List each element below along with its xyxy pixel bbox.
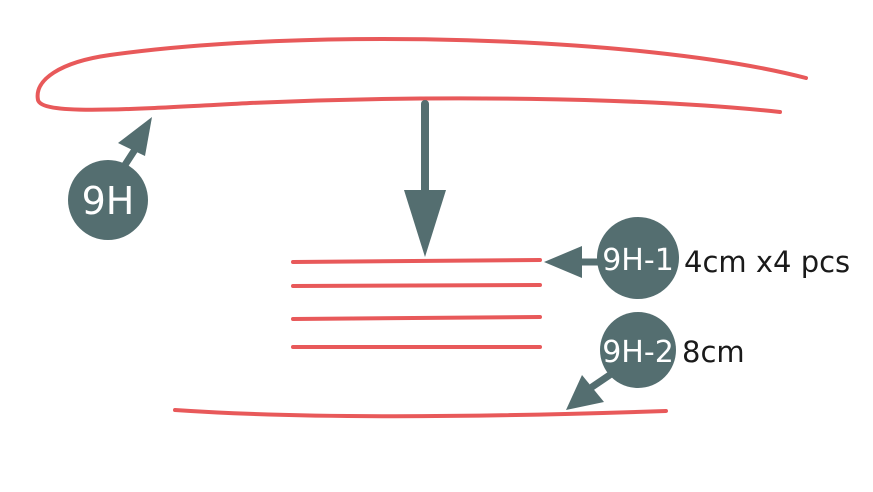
badge-9h: 9H xyxy=(68,160,148,240)
strip-9h xyxy=(35,37,808,114)
piece-9h-1-b xyxy=(291,283,542,288)
piece-9h-2 xyxy=(173,408,668,419)
arrow-9h-1 xyxy=(544,246,600,278)
badge-9h-1-label: 9H-1 xyxy=(602,243,674,278)
caption-9h-1: 4cm x4 pcs xyxy=(684,245,850,279)
badge-9h-2: 9H-2 xyxy=(600,312,676,388)
piece-9h-1-c xyxy=(291,315,542,321)
badge-9h-2-label: 9H-2 xyxy=(602,335,674,370)
badge-9h-1: 9H-1 xyxy=(597,217,679,299)
arrow-cut-down xyxy=(404,100,446,257)
caption-9h-2: 8cm xyxy=(682,335,745,369)
badge-9h-label: 9H xyxy=(82,179,135,223)
pieces-9h-1 xyxy=(291,258,542,349)
piece-9h-1-a xyxy=(291,258,542,264)
